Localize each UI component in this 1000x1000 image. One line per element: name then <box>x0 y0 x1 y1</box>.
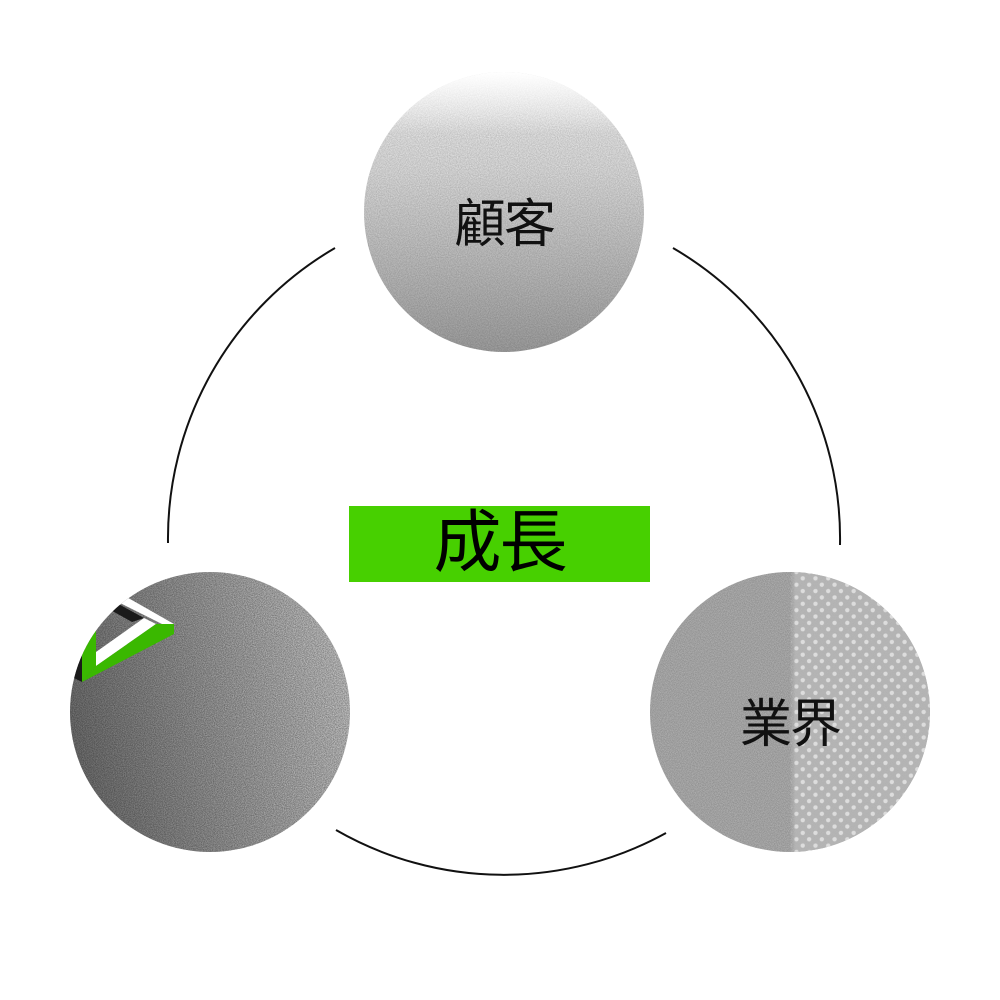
arc-top-left <box>166 247 336 544</box>
center-growth-badge: 成長 <box>349 506 650 582</box>
node-label-industry: 業界 <box>739 695 842 755</box>
halftone-texture <box>650 572 930 852</box>
impossible-triangle-logo-icon <box>70 572 174 682</box>
noise-texture <box>364 72 644 352</box>
arc-bottom <box>335 829 667 876</box>
node-industry: 業界 <box>650 572 930 852</box>
center-label: 成長 <box>433 504 567 583</box>
node-customer: 顧客 <box>364 72 644 352</box>
noise-texture <box>70 572 350 852</box>
node-label-customer: 顧客 <box>453 195 556 255</box>
arc-top-right <box>672 247 842 546</box>
node-company <box>70 572 350 852</box>
